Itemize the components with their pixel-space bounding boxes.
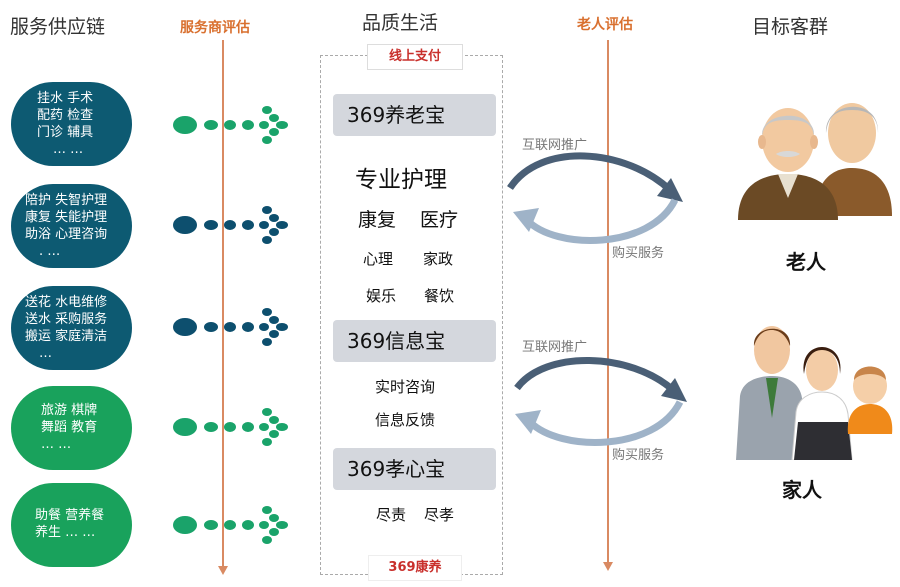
- bubble-line: …: [39, 346, 52, 361]
- bubble-line: … …: [41, 437, 72, 452]
- bubble-line: 送花 水电维修: [25, 295, 108, 310]
- bubble-line: 配药 检查: [37, 108, 94, 123]
- dot-arrow-row-5: [173, 506, 288, 544]
- bubble-line: 陪护 失智护理: [25, 193, 108, 208]
- product-xiaoxinbao: 369孝心宝: [333, 448, 496, 490]
- bubble-line: 助浴 心理咨询: [25, 227, 108, 242]
- elder-eval-header: 老人评估: [577, 17, 633, 33]
- svc-rehab: 康复: [358, 209, 397, 231]
- dot-arrow-row-2: [173, 206, 288, 244]
- dot-arrows: [173, 106, 288, 544]
- bubble-line: 康复 失能护理: [25, 210, 108, 225]
- promo-label-2: 互联网推广: [522, 340, 588, 355]
- bubble-line: … …: [53, 142, 84, 157]
- buy-arrow-2: [515, 400, 684, 446]
- svc-medical: 医疗: [420, 209, 459, 231]
- promo-arrow-2: [514, 357, 687, 402]
- family-label: 家人: [782, 478, 822, 502]
- buy-label-2: 购买服务: [612, 448, 665, 463]
- online-pay-tag: 线上支付: [367, 44, 463, 70]
- bubble-line: 门诊 辅具: [37, 125, 94, 140]
- bubble-line: 挂水 手术: [37, 91, 94, 106]
- dot-arrow-row-4: [173, 408, 288, 446]
- svc-dining: 餐饮: [424, 287, 455, 305]
- svc-housekeeping: 家政: [423, 250, 454, 268]
- svc-realtime: 实时咨询: [375, 378, 436, 396]
- dot-arrow-row-3: [173, 308, 288, 346]
- bubble-line: . …: [39, 244, 61, 259]
- brand-tag: 369康养: [368, 555, 462, 581]
- buy-arrow-1: [513, 198, 679, 244]
- promo-arrow-1: [507, 152, 683, 202]
- svc-psych: 心理: [363, 250, 394, 268]
- quality-life-header: 品质生活: [362, 12, 439, 34]
- bubble-line: 旅游 棋牌: [41, 403, 98, 418]
- target-header: 目标客群: [752, 16, 829, 38]
- bubble-care: 陪护 失智护理 康复 失能护理 助浴 心理咨询 . …: [11, 184, 132, 268]
- family-illustration: [728, 310, 898, 460]
- bubble-dining: 助餐 营养餐 养生 … …: [11, 483, 132, 567]
- promo-label-1: 互联网推广: [522, 138, 588, 153]
- supply-chain-header: 服务供应链: [10, 16, 106, 38]
- pro-care-label: 专业护理: [355, 167, 447, 193]
- product-yanglaobao: 369养老宝: [333, 94, 496, 136]
- elderly-couple-illustration: [738, 103, 892, 220]
- provider-eval-arrowhead: [218, 566, 228, 575]
- buy-label-1: 购买服务: [612, 246, 665, 261]
- product-xinxibao: 369信息宝: [333, 320, 496, 362]
- bubble-line: 送水 采购服务: [25, 312, 108, 327]
- bubble-home: 送花 水电维修 送水 采购服务 搬运 家庭清洁 …: [11, 286, 132, 370]
- elder-eval-line: [607, 40, 609, 562]
- provider-eval-header: 服务商评估: [180, 20, 250, 36]
- bubble-line: 舞蹈 教育: [41, 420, 98, 435]
- svc-entertain: 娱乐: [366, 287, 397, 305]
- svc-duty: 尽责: [376, 506, 407, 524]
- elder-eval-arrowhead: [603, 562, 613, 571]
- bubble-line: 搬运 家庭清洁: [25, 329, 108, 344]
- bubble-line: 养生 … …: [35, 525, 96, 540]
- elderly-label: 老人: [786, 250, 826, 274]
- flow-arrows: [507, 152, 687, 446]
- bubble-line: 助餐 营养餐: [35, 508, 105, 523]
- dot-arrow-row-1: [173, 106, 288, 144]
- svc-filial: 尽孝: [424, 506, 455, 524]
- provider-eval-line: [222, 40, 224, 566]
- bubble-leisure: 旅游 棋牌 舞蹈 教育 … …: [11, 386, 132, 470]
- bubble-medical: 挂水 手术 配药 检查 门诊 辅具 … …: [11, 82, 132, 166]
- svc-feedback: 信息反馈: [375, 411, 436, 429]
